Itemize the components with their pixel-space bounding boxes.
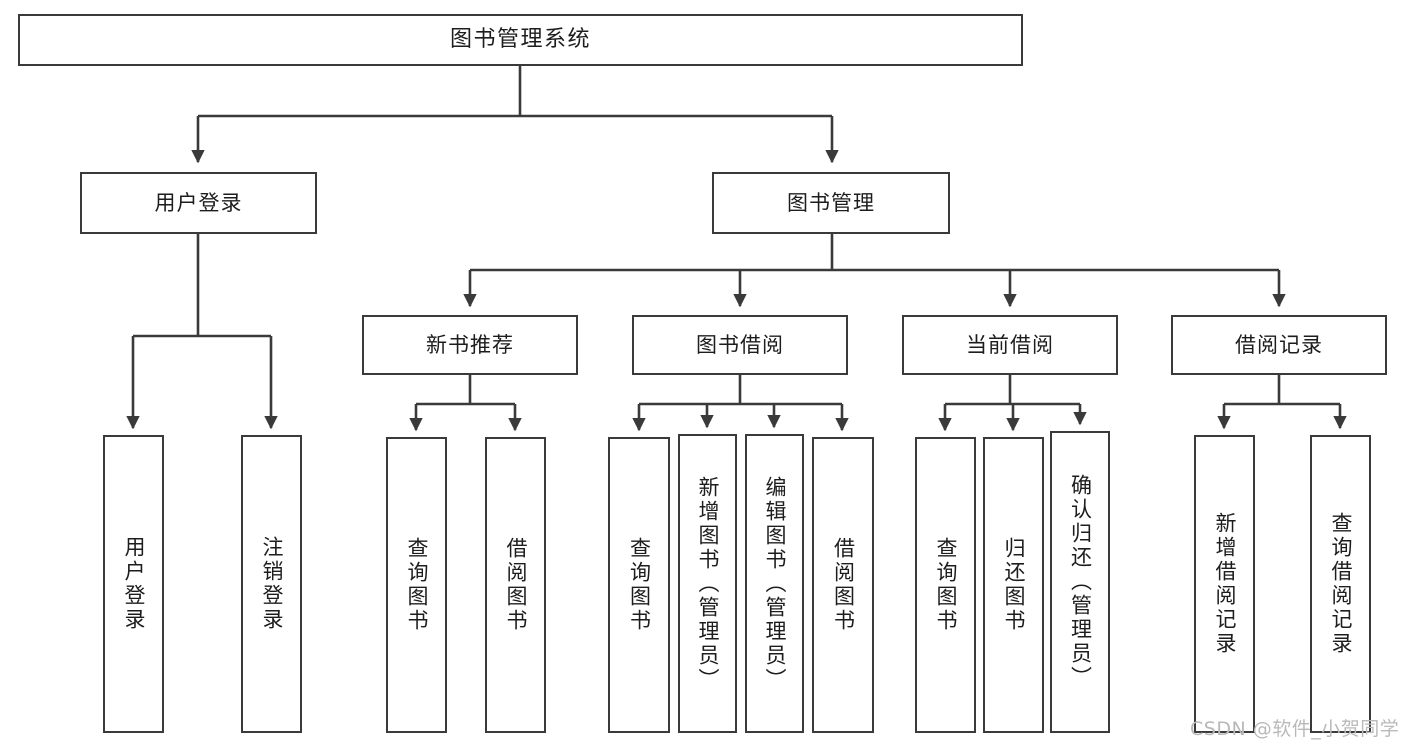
- node-label: 当前借阅: [966, 332, 1054, 357]
- leaf-edit-book-admin[interactable]: 编辑图书（管理员）: [745, 434, 804, 733]
- node-label: 图书管理系统: [449, 27, 591, 53]
- leaf-borrow-book-new[interactable]: 借阅图书: [485, 437, 546, 733]
- node-label: 注销登录: [260, 536, 284, 632]
- node-label: 图书管理: [787, 190, 875, 215]
- leaf-user-login[interactable]: 用户登录: [103, 435, 164, 733]
- node-book-borrow[interactable]: 图书借阅: [632, 315, 848, 375]
- node-root-system[interactable]: 图书管理系统: [18, 14, 1023, 66]
- node-label: 图书借阅: [696, 332, 784, 357]
- node-label: 查询借阅记录: [1329, 512, 1353, 656]
- leaf-add-book-admin[interactable]: 新增图书（管理员）: [678, 434, 737, 733]
- leaf-user-logout[interactable]: 注销登录: [241, 435, 302, 733]
- node-label: 新书推荐: [426, 332, 514, 357]
- node-label: 确认归还（管理员）: [1068, 474, 1093, 690]
- node-label: 新增借阅记录: [1213, 512, 1237, 656]
- leaf-return-book[interactable]: 归还图书: [983, 437, 1044, 733]
- leaf-query-book-current[interactable]: 查询图书: [915, 437, 976, 733]
- node-label: 查询图书: [405, 537, 429, 633]
- csdn-watermark: CSDN @软件_小贺同学: [1190, 718, 1400, 740]
- node-book-management[interactable]: 图书管理: [712, 172, 950, 234]
- node-label: 新增图书（管理员）: [696, 475, 720, 692]
- leaf-confirm-return-admin[interactable]: 确认归还（管理员）: [1050, 431, 1110, 733]
- leaf-add-borrow-record[interactable]: 新增借阅记录: [1194, 435, 1255, 733]
- node-label: 借阅图书: [831, 537, 856, 633]
- node-label: 借阅记录: [1235, 332, 1323, 357]
- node-label: 用户登录: [122, 536, 146, 632]
- node-label: 用户登录: [154, 190, 243, 215]
- node-new-book-recommend[interactable]: 新书推荐: [362, 315, 578, 375]
- node-label: 查询图书: [627, 537, 652, 633]
- node-label: 编辑图书（管理员）: [763, 475, 787, 692]
- node-label: 借阅图书: [504, 537, 528, 633]
- leaf-query-book-new[interactable]: 查询图书: [386, 437, 447, 733]
- node-user-login[interactable]: 用户登录: [80, 172, 317, 234]
- node-label: 归还图书: [1002, 537, 1026, 633]
- node-current-borrow[interactable]: 当前借阅: [902, 315, 1118, 375]
- node-label: 查询图书: [934, 537, 958, 633]
- leaf-borrow-book[interactable]: 借阅图书: [812, 437, 874, 733]
- node-borrow-record[interactable]: 借阅记录: [1171, 315, 1387, 375]
- leaf-query-book-borrow[interactable]: 查询图书: [608, 437, 670, 733]
- leaf-query-borrow-record[interactable]: 查询借阅记录: [1310, 435, 1371, 733]
